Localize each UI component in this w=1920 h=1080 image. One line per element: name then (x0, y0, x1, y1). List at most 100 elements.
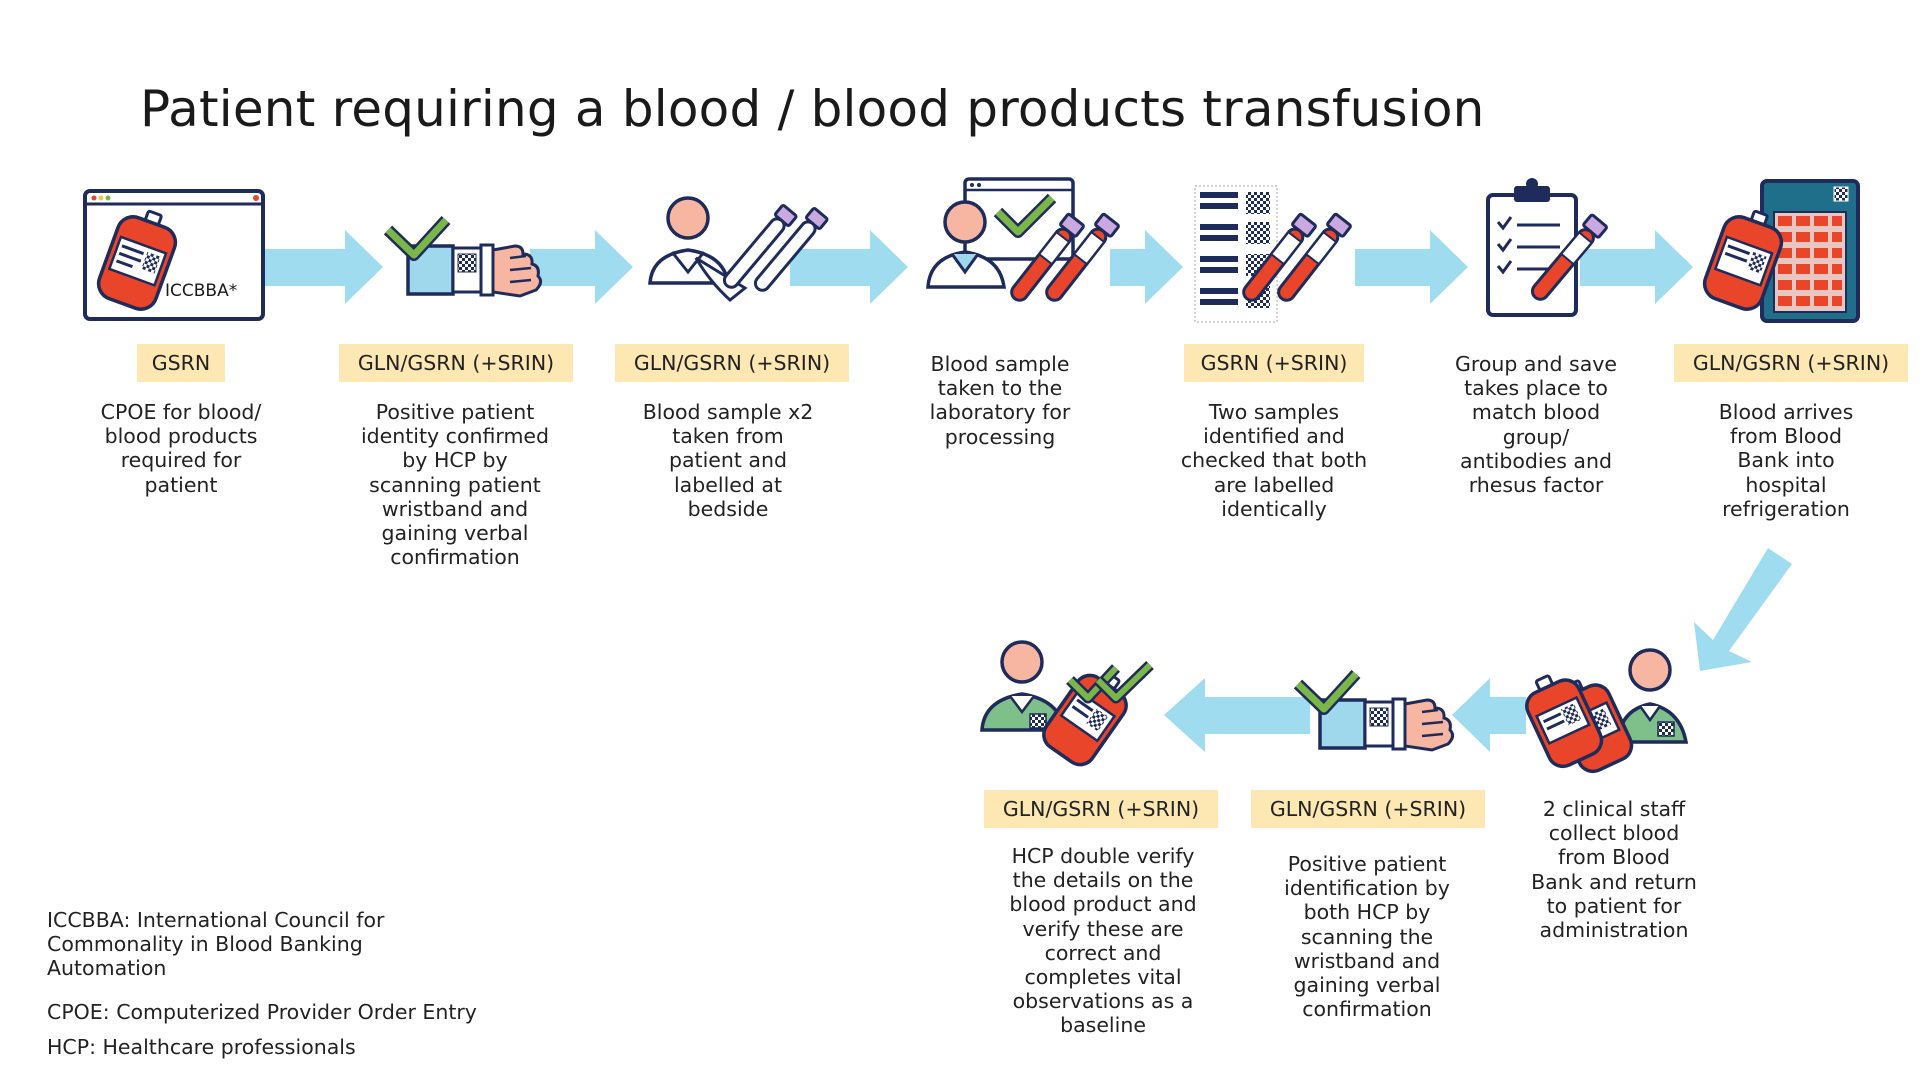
step-8-line: to patient for (1546, 893, 1682, 918)
step-4-line: laboratory for (929, 400, 1071, 425)
page-title: Patient requiring a blood / blood produc… (140, 80, 1485, 138)
step-2-line: wristband and (381, 496, 529, 521)
step-7-line: Bank into (1737, 448, 1835, 473)
step-1-line: CPOE for blood/ (100, 400, 262, 424)
step-1-line: required for (120, 448, 242, 473)
step-9-line: scanning the (1300, 924, 1434, 949)
step-5-description: Two samples identified and checked that … (1164, 400, 1384, 521)
step-3-description: Blood sample x2 taken from patient and l… (618, 400, 838, 521)
flow-arrow-left-1 (1452, 678, 1526, 752)
step-10-line: HCP double verify (1011, 844, 1195, 868)
step-8-line: from Blood (1557, 845, 1671, 870)
step-6-line: takes place to (1464, 376, 1608, 401)
step-2-line: by HCP by (402, 448, 508, 473)
step-4-line: processing (944, 424, 1056, 449)
step-10-line: completes vital (1024, 965, 1182, 990)
footnote-line: Automation (47, 956, 167, 981)
footnote-hcp: HCP: Healthcare professionals (47, 1035, 356, 1059)
wristband-scan-icon (383, 215, 543, 298)
step-8-line: Bank and return (1531, 869, 1697, 894)
step-9-line: identification by (1284, 876, 1450, 901)
step-6-line: rhesus factor (1468, 473, 1604, 498)
flow-arrow-2 (530, 230, 633, 304)
step-8-description: 2 clinical staff collect blood from Bloo… (1512, 797, 1716, 942)
step-5-line: checked that both (1180, 448, 1368, 473)
footnote-cpoe: CPOE: Computerized Provider Order Entry (47, 1000, 477, 1024)
step-5-line: Two samples (1208, 400, 1340, 424)
step-1-description: CPOE for blood/ blood products required … (81, 400, 281, 497)
step-9-description: Positive patient identification by both … (1257, 852, 1477, 1021)
step-9-line: confirmation (1302, 997, 1432, 1022)
step-9-tag: GLN/GSRN (+SRIN) (1251, 790, 1485, 828)
step-2-line: Positive patient (375, 400, 535, 424)
computer-blood-bag-icon: ICCBBA* (83, 189, 265, 321)
step-2-tag: GLN/GSRN (+SRIN) (339, 344, 573, 382)
nurse-double-check-icon (980, 640, 1154, 767)
footnote-iccbba: ICCBBA: International Council for Common… (47, 908, 384, 981)
step-2-line: gaining verbal (381, 521, 529, 546)
step-10-line: the details on the (1012, 868, 1194, 893)
step-10-description: HCP double verify the details on the blo… (983, 844, 1223, 1038)
step-5-tag: GSRN (+SRIN) (1184, 344, 1364, 382)
step-10-line: baseline (1060, 1013, 1146, 1038)
footnote-line: ICCBBA: International Council for (47, 908, 385, 932)
step-9-line: Positive patient (1287, 852, 1447, 876)
step-1-line: blood products (104, 424, 258, 449)
step-3-line: patient and (668, 448, 788, 473)
patient-sample-tubes-icon (648, 196, 829, 302)
step-6-line: group/ (1502, 424, 1570, 449)
blood-fridge-icon (1702, 179, 1860, 323)
step-5-line: identified and (1203, 424, 1345, 449)
clipboard-checklist-icon (1486, 178, 1608, 317)
step-6-line: antibodies and (1460, 448, 1612, 473)
step-7-line: from Blood (1729, 424, 1843, 449)
step-3-line: Blood sample x2 (642, 400, 814, 424)
step-4-description: Blood sample taken to the laboratory for… (890, 352, 1110, 449)
step-9-line: both HCP by (1303, 900, 1431, 925)
step-2-description: Positive patient identity confirmed by H… (345, 400, 565, 569)
step-10-line: correct and (1044, 940, 1162, 965)
step-10-line: observations as a (1012, 989, 1194, 1014)
step-2-line: scanning patient (369, 472, 541, 497)
bag-label: ICCBBA* (165, 281, 237, 301)
flow-arrow-6 (1580, 230, 1693, 304)
step-6-line: Group and save (1455, 352, 1617, 376)
step-3-line: bedside (687, 496, 769, 521)
flow-arrow-1 (262, 230, 383, 304)
step-4-line: taken to the (937, 376, 1063, 401)
step-7-line: Blood arrives (1718, 400, 1854, 424)
flow-arrow-left-2 (1164, 678, 1310, 752)
staff-blood-bags-icon (1525, 648, 1689, 774)
footnote-line: Commonality in Blood Banking (47, 932, 363, 957)
step-6-line: match blood (1471, 400, 1601, 425)
step-7-tag: GLN/GSRN (+SRIN) (1674, 344, 1908, 382)
flow-arrow-4 (1110, 230, 1183, 304)
step-10-line: blood product and (1009, 892, 1197, 917)
flow-arrow-5 (1355, 230, 1468, 304)
step-7-description: Blood arrives from Blood Bank into hospi… (1680, 400, 1892, 521)
step-2-line: confirmation (390, 545, 520, 570)
step-6-description: Group and save takes place to match bloo… (1426, 352, 1646, 497)
step-2-line: identity confirmed (360, 424, 550, 449)
step-9-line: wristband and (1293, 948, 1441, 973)
wristband-scan-icon-2 (1293, 669, 1455, 752)
step-7-line: refrigeration (1722, 496, 1850, 521)
step-10-tag: GLN/GSRN (+SRIN) (984, 790, 1218, 828)
step-3-tag: GLN/GSRN (+SRIN) (615, 344, 849, 382)
footnote-line: HCP: Healthcare professionals (47, 1035, 356, 1059)
step-8-line: collect blood (1548, 821, 1680, 846)
step-1-tag: GSRN (137, 344, 225, 382)
step-3-line: labelled at (673, 472, 782, 497)
barcode-tubes-icon (1194, 185, 1352, 323)
flow-arrow-down (1694, 548, 1792, 671)
step-8-line: 2 clinical staff (1542, 797, 1686, 821)
flow-arrow-3 (790, 230, 908, 304)
step-8-line: administration (1539, 918, 1689, 943)
step-1-line: patient (144, 472, 218, 497)
step-10-line: verify these are (1022, 916, 1184, 941)
step-9-line: gaining verbal (1293, 973, 1441, 998)
footnote-line: CPOE: Computerized Provider Order Entry (47, 1000, 477, 1024)
step-7-line: hospital (1745, 472, 1827, 497)
